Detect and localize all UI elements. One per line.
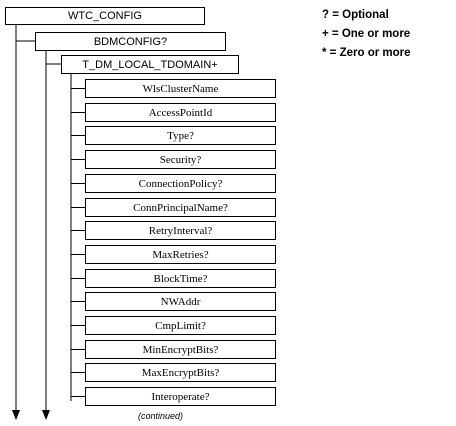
child-node: MaxEncryptBits? bbox=[85, 363, 276, 382]
node-t-dm-local-tdomain: T_DM_LOCAL_TDOMAIN+ bbox=[61, 55, 239, 74]
child-node: MaxRetries? bbox=[85, 245, 276, 264]
child-node: Type? bbox=[85, 126, 276, 145]
child-node: MinEncryptBits? bbox=[85, 340, 276, 359]
child-node: AccessPointId bbox=[85, 103, 276, 122]
node-bdmconfig: BDMCONFIG? bbox=[35, 32, 226, 51]
bdm-trunk-arrow bbox=[42, 410, 50, 420]
root-trunk-arrow bbox=[12, 410, 20, 420]
legend-optional: ? = Optional bbox=[322, 9, 389, 21]
child-node: NWAddr bbox=[85, 292, 276, 311]
child-node: Interoperate? bbox=[85, 387, 276, 406]
child-node: CmpLimit? bbox=[85, 316, 276, 335]
child-node: RetryInterval? bbox=[85, 221, 276, 240]
child-node: BlockTime? bbox=[85, 269, 276, 288]
legend-one-or-more: + = One or more bbox=[322, 28, 411, 40]
child-node: WlsClusterName bbox=[85, 79, 276, 98]
continued-label: (continued) bbox=[138, 411, 184, 421]
legend-zero-or-more: * = Zero or more bbox=[322, 47, 411, 59]
child-node: Security? bbox=[85, 150, 276, 169]
child-node: ConnPrincipalName? bbox=[85, 198, 276, 217]
node-wtc-config: WTC_CONFIG bbox=[5, 7, 205, 25]
child-node: ConnectionPolicy? bbox=[85, 174, 276, 193]
